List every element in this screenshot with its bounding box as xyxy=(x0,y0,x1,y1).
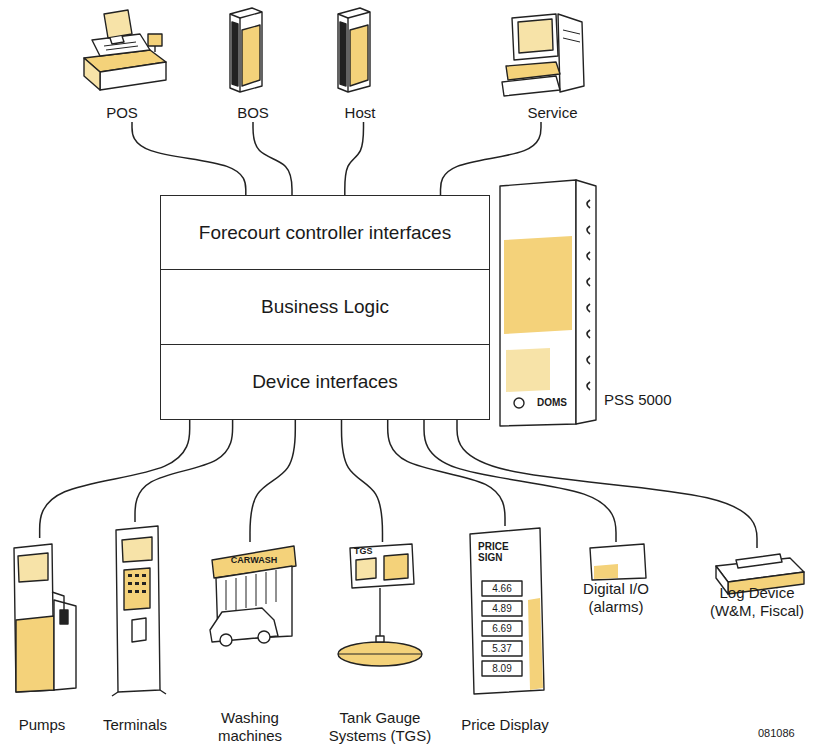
device-node: Service xyxy=(495,4,610,122)
connector-line xyxy=(342,420,383,542)
price-value: 4.66 xyxy=(484,583,520,594)
tgs-illustration xyxy=(338,544,422,666)
device-node: Terminals xyxy=(98,522,172,734)
device-label: BOS xyxy=(218,104,288,122)
band-label: Device interfaces xyxy=(252,371,398,393)
interface-band: Device interfaces xyxy=(160,344,490,420)
sign-text: CARWASH xyxy=(216,556,292,566)
connector-line xyxy=(132,122,246,195)
label-holder: Service xyxy=(495,104,610,122)
device-label: Terminals xyxy=(98,716,172,734)
label-holder: Price Display xyxy=(452,716,558,734)
price-value: 4.89 xyxy=(484,603,520,614)
connector-line xyxy=(253,122,292,195)
device-label: POS xyxy=(72,104,172,122)
price-sign-illustration xyxy=(470,528,544,694)
device-node: Log Device (W&M, Fiscal) xyxy=(704,548,810,620)
label-holder: Log Device (W&M, Fiscal) xyxy=(705,584,809,620)
logo-text: DOMS xyxy=(526,397,578,408)
label-holder: BOS xyxy=(218,104,288,122)
band-label: Business Logic xyxy=(261,296,389,318)
device-label: Pumps xyxy=(3,716,81,734)
device-node: POS xyxy=(72,4,172,122)
label-holder: Pumps xyxy=(3,716,81,734)
connector-line xyxy=(457,420,757,548)
price-value: 6.69 xyxy=(484,623,520,634)
terminal-illustration xyxy=(112,526,166,696)
label-holder: Tank Gauge Systems (TGS) xyxy=(321,709,439,745)
connector-line xyxy=(250,420,295,542)
label-holder: POS xyxy=(72,104,172,122)
device-node: Pumps xyxy=(3,538,81,734)
sign-heading: PRICE SIGN xyxy=(478,541,524,563)
connector-line xyxy=(40,420,190,538)
logic-band: Business Logic xyxy=(160,269,490,345)
device-label: Log Device (W&M, Fiscal) xyxy=(705,584,809,620)
connector-line xyxy=(345,122,364,195)
digital-io-illustration xyxy=(590,544,646,580)
device-label: Host xyxy=(325,104,395,122)
device-label: Service xyxy=(495,104,610,122)
connector-line xyxy=(388,420,505,526)
price-value: 5.37 xyxy=(484,643,520,654)
device-node: Washing machines xyxy=(196,542,304,745)
pss-5000-tower xyxy=(500,180,596,426)
interface-band: Forecourt controller interfaces xyxy=(160,195,490,271)
device-label: Washing machines xyxy=(209,709,291,745)
pos-illustration xyxy=(84,10,166,90)
device-node: Digital I/O (alarms) xyxy=(574,542,658,616)
price-value: 8.09 xyxy=(484,663,520,674)
carwash-illustration xyxy=(210,546,296,646)
bos-illustration xyxy=(230,8,262,92)
label-holder: Digital I/O (alarms) xyxy=(576,580,656,616)
label-holder: Terminals xyxy=(98,716,172,734)
label-holder: Host xyxy=(325,104,395,122)
device-label: Digital I/O (alarms) xyxy=(576,580,656,616)
pump-illustration xyxy=(14,544,76,692)
device-label: Price Display xyxy=(452,716,558,734)
label-holder: Washing machines xyxy=(209,709,291,745)
connector-line xyxy=(135,420,233,522)
service-illustration xyxy=(502,14,584,96)
device-name: PSS 5000 xyxy=(604,392,672,409)
figure-number: 081086 xyxy=(758,727,795,739)
device-node: Host xyxy=(325,4,395,122)
device-node: Tank Gauge Systems (TGS) xyxy=(318,542,442,745)
device-tag: TGS xyxy=(354,547,388,557)
host-illustration xyxy=(338,8,370,92)
connector-line xyxy=(441,122,542,195)
device-label: Tank Gauge Systems (TGS) xyxy=(321,709,439,745)
band-label: Forecourt controller interfaces xyxy=(199,222,451,244)
device-node: BOS xyxy=(218,4,288,122)
connector-line xyxy=(424,420,616,542)
